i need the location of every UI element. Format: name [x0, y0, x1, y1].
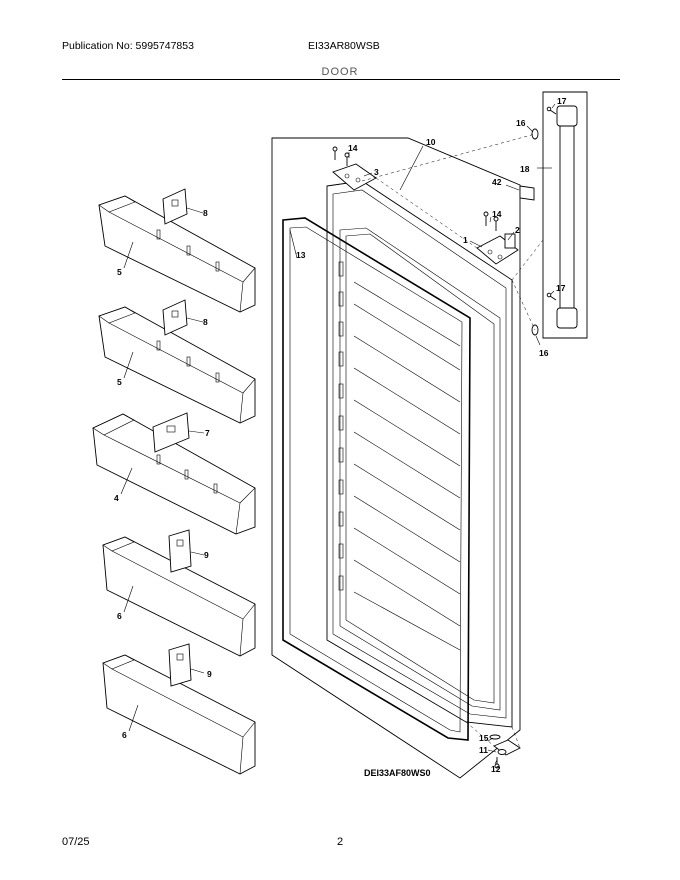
- bin-divider-7: [152, 412, 190, 453]
- callout-15: 15: [479, 733, 489, 743]
- callout-7: 7: [205, 428, 210, 438]
- right-hinge-screws: [483, 211, 499, 231]
- callout-3: 3: [374, 167, 379, 177]
- callout-17-bottom: 17: [556, 283, 566, 293]
- callout-5-upper: 5: [117, 267, 122, 277]
- callout-9-upper: 9: [204, 550, 209, 560]
- label-plate: [519, 185, 535, 201]
- door-ribs: [353, 281, 461, 651]
- bin-divider-8-lower: [162, 299, 188, 336]
- callout-6-lower: 6: [122, 730, 127, 740]
- callout-17-top: 17: [557, 96, 567, 106]
- callout-18: 18: [520, 164, 530, 174]
- publication-number: Publication No: 5995747853: [62, 40, 194, 52]
- top-hinge-screws: [332, 146, 350, 166]
- callout-5-lower: 5: [117, 377, 122, 387]
- diagram-code: DEI33AF80WS0: [364, 768, 431, 778]
- alignment-lines: [361, 133, 544, 749]
- door-bin-4: [92, 413, 256, 535]
- door-panel: [326, 180, 513, 728]
- callout-42: 42: [492, 177, 502, 187]
- footer-page-number: 2: [336, 836, 344, 848]
- callout-10: 10: [426, 137, 436, 147]
- door-slots: [338, 261, 344, 591]
- leader-lines: [120, 103, 556, 765]
- handle-studs: [531, 128, 539, 336]
- callout-14-right: 14: [492, 209, 502, 219]
- callout-8-lower: 8: [203, 317, 208, 327]
- bottom-hinge: [489, 734, 521, 769]
- door-bin-6-lower: [102, 654, 256, 775]
- bin-divider-8-upper: [162, 188, 188, 225]
- door-assembly-outline: [271, 137, 521, 779]
- callout-labels: 10 14 3 13 14 1 2 42 18 16 17 17 16 8 5 …: [114, 96, 567, 774]
- callout-13: 13: [296, 250, 306, 260]
- door-gasket: [282, 217, 471, 741]
- callout-9-lower: 9: [207, 669, 212, 679]
- right-hinge: [476, 233, 519, 265]
- handle-frame: [542, 91, 588, 339]
- callout-16-top: 16: [516, 118, 526, 128]
- handle-screws: [546, 106, 557, 301]
- callout-12: 12: [491, 764, 501, 774]
- callout-6-upper: 6: [117, 611, 122, 621]
- door-bin-5-upper: [98, 195, 256, 313]
- door-handle: [556, 105, 578, 329]
- header-divider: [62, 79, 620, 80]
- section-title: DOOR: [321, 66, 359, 78]
- callout-8-upper: 8: [203, 208, 208, 218]
- callout-11: 11: [479, 745, 488, 755]
- callout-16-bottom: 16: [539, 348, 549, 358]
- footer-date: 07/25: [62, 836, 90, 848]
- bin-divider-9-lower: [168, 643, 192, 687]
- door-bin-6-upper: [102, 536, 256, 657]
- model-number: EI33AR80WSB: [308, 40, 380, 52]
- bin-divider-9-upper: [168, 529, 192, 573]
- callout-4: 4: [114, 493, 119, 503]
- callout-14-top: 14: [348, 143, 358, 153]
- callout-1: 1: [463, 235, 468, 245]
- door-bin-5-lower: [98, 306, 256, 424]
- callout-2: 2: [515, 225, 520, 235]
